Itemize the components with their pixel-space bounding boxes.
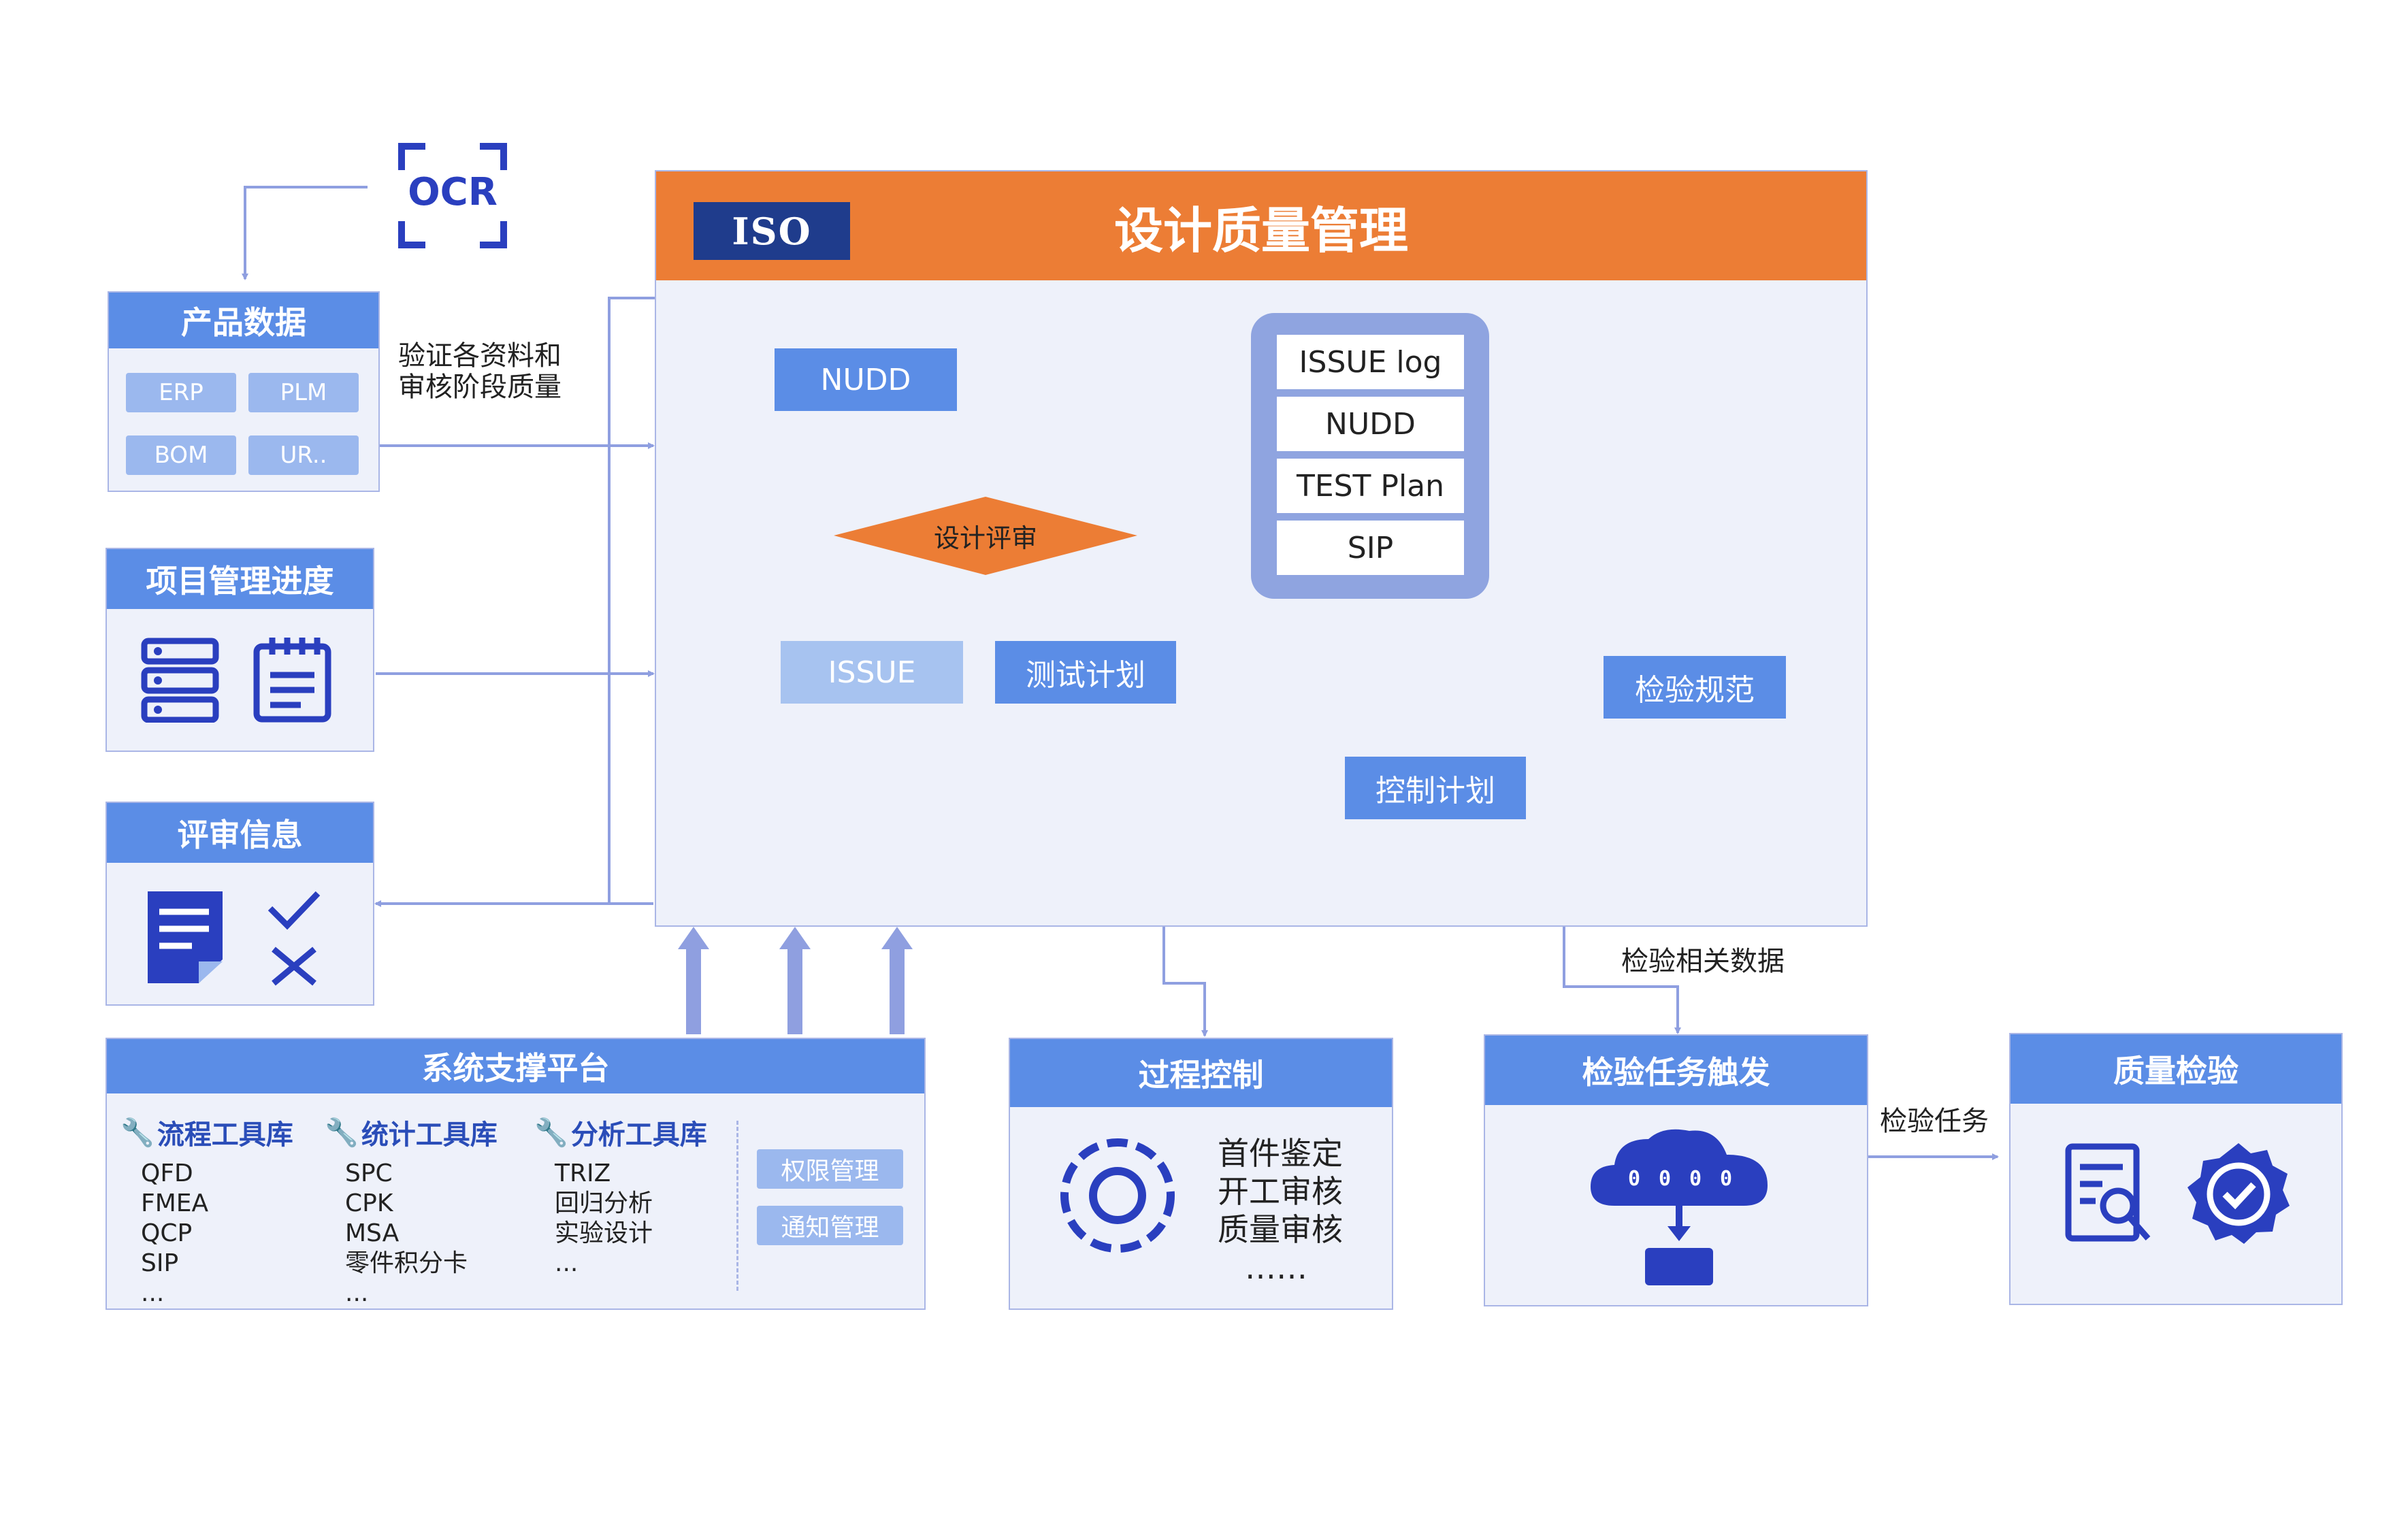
quality-inspection-title: 质量检验 — [2011, 1034, 2341, 1104]
iso-logo: ISO — [694, 202, 850, 260]
ocr-label: OCR — [408, 170, 498, 214]
ocr-icon: OCR — [398, 143, 507, 248]
process-item: 开工审核 — [1218, 1173, 1343, 1210]
inspection-spec-box: 检验规范 — [1604, 656, 1786, 719]
wrench-icon: 🔧 — [325, 1117, 359, 1149]
cycle-icon — [1056, 1134, 1179, 1257]
document-search-icon — [2065, 1143, 2153, 1245]
test-plan-item: TEST Plan — [1277, 459, 1464, 513]
process-control-title: 过程控制 — [1010, 1039, 1392, 1107]
tool-item: MSA — [345, 1219, 400, 1247]
chip-ur: UR.. — [248, 435, 359, 475]
inspect-trigger-title: 检验任务触发 — [1485, 1036, 1867, 1105]
verified-badge-icon — [2184, 1140, 2293, 1249]
process-item: …… — [1245, 1249, 1307, 1286]
process-item: 质量审核 — [1218, 1211, 1343, 1248]
wrench-icon: 🔧 — [120, 1117, 154, 1149]
tool-group-analysis-title: 分析工具库 — [570, 1119, 707, 1151]
chip-plm: PLM — [248, 373, 359, 412]
platform-divider — [736, 1121, 738, 1291]
design-review-label: 设计评审 — [933, 523, 1037, 553]
tool-item: QFD — [141, 1159, 193, 1187]
svg-text:0: 0 — [1659, 1167, 1671, 1191]
tool-item: FMEA — [141, 1189, 209, 1217]
check-cross-icon — [267, 888, 321, 987]
product-data-panel: 产品数据 ERP PLM BOM UR.. — [108, 291, 380, 492]
design-review-diamond: 设计评审 — [834, 497, 1137, 575]
test-plan-box: 测试计划 — [995, 641, 1176, 704]
system-platform-panel: 系统支撑平台 🔧流程工具库 QFD FMEA QCP SIP ... 🔧统计工具… — [105, 1038, 926, 1310]
design-quality-header: ISO 设计质量管理 — [656, 171, 1866, 280]
verify-note-line-2: 审核阶段质量 — [398, 372, 562, 403]
verify-note: 验证各资料和 审核阶段质量 — [398, 340, 616, 403]
tool-item: ... — [141, 1279, 165, 1307]
product-data-title: 产品数据 — [109, 293, 378, 348]
tool-item: 零件积分卡 — [345, 1249, 468, 1277]
nudd-box: NUDD — [775, 348, 957, 411]
issue-list-group: ISSUE log NUDD TEST Plan SIP — [1251, 313, 1489, 599]
document-icon — [144, 888, 226, 983]
tool-item: 回归分析 — [555, 1189, 653, 1217]
tool-group-process-title: 流程工具库 — [157, 1119, 293, 1151]
chip-bom: BOM — [126, 435, 236, 475]
issue-log-item: ISSUE log — [1277, 335, 1464, 389]
svg-text:0: 0 — [1720, 1167, 1732, 1191]
inspection-task-label: 检验任务 — [1880, 1106, 1989, 1137]
tool-item: 实验设计 — [555, 1219, 653, 1247]
main-to-process-arrow — [1162, 925, 1208, 1037]
tool-item: ... — [555, 1249, 579, 1277]
design-quality-title: 设计质量管理 — [1113, 201, 1408, 259]
system-platform-title: 系统支撑平台 — [107, 1039, 924, 1093]
svg-text:0: 0 — [1628, 1167, 1640, 1191]
tool-item: SPC — [345, 1159, 393, 1187]
wrench-icon: 🔧 — [534, 1117, 568, 1149]
tool-item: ... — [345, 1279, 369, 1307]
main-to-trigger-arrow — [1563, 925, 1681, 1034]
review-info-title: 评审信息 — [107, 803, 373, 863]
inspection-data-label: 检验相关数据 — [1621, 946, 1785, 977]
tool-group-analysis: 🔧分析工具库 TRIZ 回归分析 实验设计 ... — [534, 1113, 738, 1279]
tool-item: SIP — [141, 1249, 179, 1277]
server-icon — [141, 638, 219, 723]
tool-group-process: 🔧流程工具库 QFD FMEA QCP SIP ... — [120, 1113, 325, 1308]
project-progress-panel: 项目管理进度 — [105, 548, 374, 752]
review-info-panel: 评审信息 — [105, 802, 374, 1006]
notification-button[interactable]: 通知管理 — [757, 1206, 903, 1245]
project-progress-title: 项目管理进度 — [107, 549, 373, 609]
svg-text:0: 0 — [1689, 1167, 1702, 1191]
tool-item: TRIZ — [555, 1159, 611, 1187]
ocr-to-product-arrow — [242, 186, 368, 280]
quality-inspection-panel: 质量检验 — [2009, 1033, 2343, 1305]
issue-box: ISSUE — [781, 641, 963, 704]
process-item: 首件鉴定 — [1218, 1135, 1343, 1172]
tool-item: QCP — [141, 1219, 193, 1247]
sip-item: SIP — [1277, 521, 1464, 575]
iso-logo-text: ISO — [732, 209, 812, 253]
notepad-icon — [253, 634, 331, 723]
control-plan-box: 控制计划 — [1345, 757, 1526, 819]
tool-group-statistics-title: 统计工具库 — [361, 1119, 498, 1151]
chip-erp: ERP — [126, 373, 236, 412]
permission-button[interactable]: 权限管理 — [757, 1149, 903, 1189]
nudd-item: NUDD — [1277, 397, 1464, 451]
tool-group-statistics: 🔧统计工具库 SPC CPK MSA 零件积分卡 ... — [325, 1113, 529, 1308]
tool-item: CPK — [345, 1189, 393, 1217]
process-control-panel: 过程控制 首件鉴定 开工审核 质量审核 …… — [1009, 1038, 1393, 1310]
verify-note-line-1: 验证各资料和 — [398, 340, 562, 372]
